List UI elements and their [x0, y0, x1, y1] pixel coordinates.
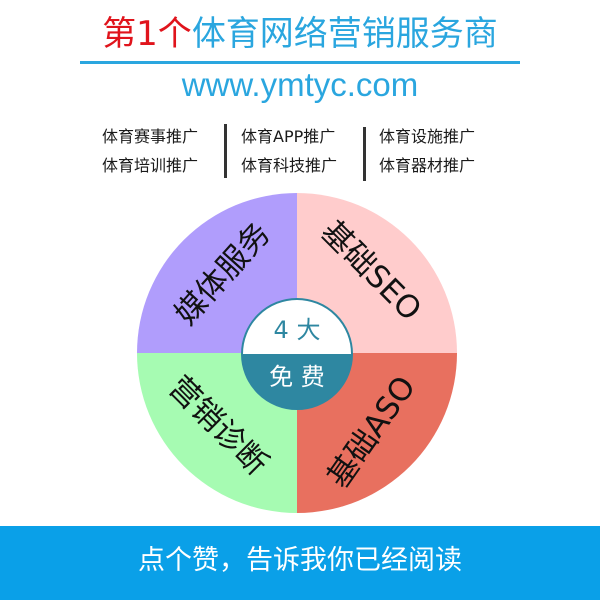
column-divider — [363, 127, 366, 181]
service-item: 体育培训推广 — [102, 156, 199, 175]
footer-banner: 点个赞，告诉我你已经阅读 — [0, 526, 600, 600]
service-item: 体育赛事推广 — [102, 127, 199, 146]
footer-text: 点个赞，告诉我你已经阅读 — [138, 545, 462, 576]
website-url[interactable]: www.ymtyc.com — [181, 66, 419, 103]
service-item: 体育科技推广 — [241, 156, 338, 175]
segment-media-services — [137, 193, 297, 353]
center-badge-free: 免 费 — [269, 363, 325, 391]
title-main: 体育网络营销服务商 — [191, 14, 498, 54]
service-column-2: 体育APP推广 体育科技推广 — [241, 122, 337, 180]
service-column-3: 体育设施推广 体育器材推广 — [379, 122, 475, 180]
column-divider — [224, 124, 227, 178]
center-badge-top — [242, 299, 352, 354]
segment-basic-seo — [297, 193, 457, 353]
center-badge-ring — [241, 298, 353, 410]
page-title: 第1个体育网络营销服务商 — [0, 12, 600, 56]
service-item: 体育器材推广 — [379, 156, 476, 175]
service-item: 体育APP推广 — [241, 127, 336, 146]
service-item: 体育设施推广 — [379, 127, 476, 146]
title-highlight: 第1个 — [102, 14, 192, 54]
center-badge-bottom — [242, 354, 352, 409]
center-badge-count: 4 大 — [274, 316, 321, 344]
service-list: 体育赛事推广 体育培训推广 体育APP推广 体育科技推广 体育设施推广 体育器材… — [0, 122, 600, 186]
service-column-1: 体育赛事推广 体育培训推广 — [102, 122, 198, 180]
title-divider — [80, 61, 520, 64]
